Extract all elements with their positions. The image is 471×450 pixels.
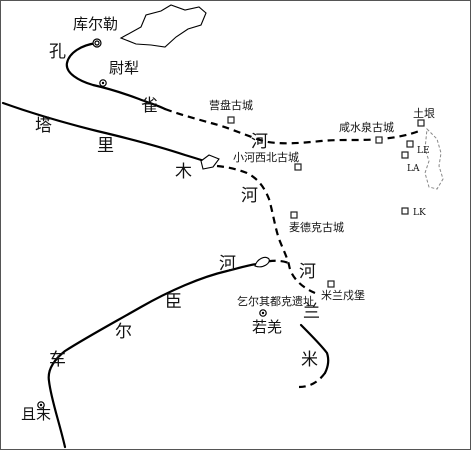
small-lake-tarim (200, 154, 220, 170)
yuli-label: 尉犁 (109, 59, 139, 77)
la-site-marker (401, 151, 409, 159)
yuli-marker (99, 79, 107, 87)
kongque-river-char-1: 孔 (49, 42, 66, 62)
miran-river-char-1: 河 (299, 262, 316, 282)
cherchen-river-char-1: 车 (49, 350, 66, 370)
tarim-river-char-4: 河 (241, 186, 258, 206)
yierqi-label: 乞尔其都克遗址 (237, 294, 314, 308)
korla-label: 库尔勒 (73, 15, 118, 33)
miran-river-char-3: 米 (301, 350, 318, 370)
xiaohe-label: 小河西北古城 (233, 151, 299, 164)
lk-label: LK (413, 208, 426, 218)
korla-marker (92, 38, 102, 48)
kongque-river-char-2: 雀 (141, 96, 158, 116)
cherchen-river-char-4: 河 (219, 254, 236, 274)
qiemo-marker (37, 401, 45, 409)
small-lake-cherchen (254, 256, 270, 268)
tarim-river-char-2: 里 (97, 136, 114, 156)
miran-fort-label: 米兰戍堡 (321, 288, 365, 302)
ruoqiang-marker (259, 309, 267, 317)
maideke-site-marker (290, 211, 298, 219)
tarim-river-dashed (216, 164, 316, 295)
cherchen-river-char-2: 尔 (115, 322, 132, 342)
lk-site-marker (401, 207, 409, 215)
xianshuiquan-site-marker (375, 136, 383, 144)
tugen-site-marker (417, 119, 425, 127)
ruoqiang-label: 若羌 (252, 318, 282, 336)
maideke-label: 麦德克古城 (289, 220, 344, 234)
tarim-river-solid (1, 101, 215, 166)
le-label: LE (417, 146, 430, 156)
yingpan-label: 营盘古城 (209, 98, 253, 112)
tarim-river-char-3: 木 (175, 162, 192, 182)
cherchen-river-solid (47, 262, 259, 449)
le-site-marker (406, 140, 414, 148)
kongque-river-solid (65, 41, 167, 111)
xiaohe-site-marker (294, 163, 302, 171)
miran-river-dashed (298, 372, 326, 389)
lop-nur-outline (424, 127, 444, 190)
yingpan-site-marker (227, 116, 235, 124)
miran-river-solid (299, 323, 330, 375)
kongque-river-char-3: 河 (251, 132, 268, 152)
tarim-river-char-1: 塔 (35, 116, 52, 136)
xianshuiquan-label: 咸水泉古城 (339, 120, 394, 134)
la-label: LA (407, 164, 420, 174)
miran-fort-site-marker (327, 280, 335, 288)
cherchen-river-char-3: 臣 (165, 292, 182, 312)
miran-river-char-2: 兰 (303, 302, 320, 322)
tugen-label: 土垠 (413, 106, 435, 120)
qiemo-label: 且末 (21, 405, 51, 423)
bosten-lake (119, 4, 207, 48)
